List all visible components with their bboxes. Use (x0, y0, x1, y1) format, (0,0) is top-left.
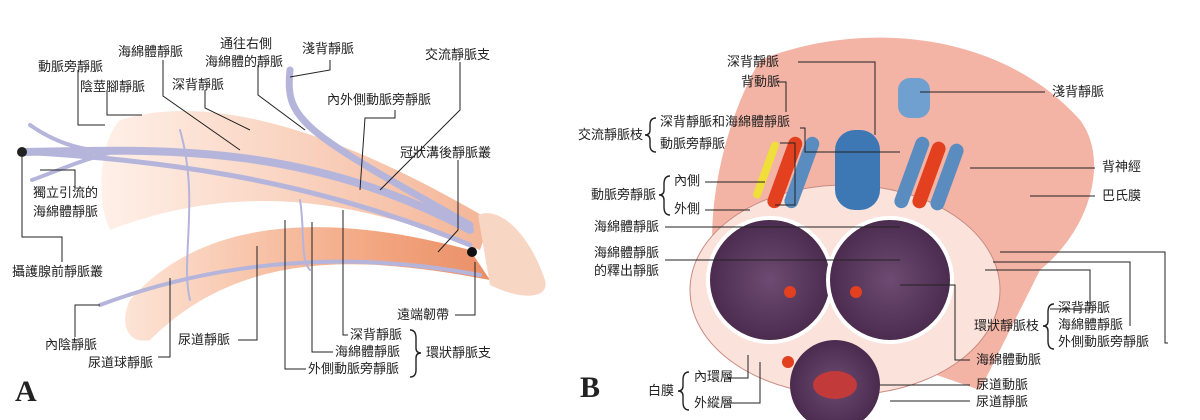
corpus-spongiosum (125, 227, 491, 341)
label-medial: 內側 (674, 174, 701, 189)
panel-a-drawing (17, 66, 546, 341)
label-retrocoronal-plexus: 冠狀溝後靜脈叢 (400, 146, 492, 161)
label-circ-deep-dorsal: 深背靜脈 (350, 328, 403, 343)
panel-letter-a: A (15, 375, 37, 408)
label-internal-pudendal-vein: 內陰靜脈 (45, 338, 98, 353)
label-circ-cavernous: 海綿體靜脈 (335, 345, 401, 360)
glans (478, 213, 546, 296)
brace-circumflex-b (1042, 303, 1055, 350)
brace-communicating-b (644, 117, 657, 153)
label-communicating-branch-b: 交流靜脈枝 (578, 128, 644, 143)
label-comm-deep-cavernous: 深背靜脈和海綿體靜脈 (660, 115, 791, 130)
dorsal-vessels (753, 78, 964, 368)
label-circ-cavernous-b: 海綿體靜脈 (1058, 318, 1124, 333)
label-independent-1: 獨立引流的 (33, 186, 99, 201)
label-cavernous-vein: 海綿體靜脈 (118, 45, 184, 60)
label-arterial-companion-vein: 動脈旁靜脈 (38, 60, 104, 75)
label-medial-lateral-companion: 內外側動脈旁靜脈 (327, 93, 432, 108)
brace-companion-b (658, 175, 671, 216)
label-to-right-1: 通往右側 (220, 37, 273, 52)
label-to-right-2: 海綿體的靜脈 (205, 55, 284, 70)
label-comm-companion: 動脈旁靜脈 (660, 137, 726, 152)
label-circ-deep-dorsal-b: 深背靜脈 (1058, 301, 1111, 316)
label-dorsal-artery: 背動脈 (741, 75, 781, 90)
label-circ-lateral-companion: 外側動脈旁靜脈 (308, 362, 400, 377)
label-circumflex-branches: 環狀靜脈支 (426, 346, 492, 361)
label-emissary-1: 海綿體靜脈 (594, 246, 660, 261)
right-corpus-cavernosum (826, 216, 954, 344)
brace-circumflex-a (409, 329, 422, 378)
left-corpus-cavernosum (706, 216, 834, 344)
label-bucks-fascia: 巴氏膜 (1102, 189, 1142, 204)
label-bulbourethral-vein: 尿道球靜脈 (88, 356, 154, 371)
label-independent-2: 海綿體靜脈 (33, 205, 99, 220)
label-emissary-2: 的釋出靜脈 (594, 264, 660, 279)
label-superficial-dorsal-vein: 淺背靜脈 (302, 42, 355, 57)
label-crural-vein: 陰莖腳靜脈 (80, 80, 146, 95)
label-distal-ligament: 遠端韌帶 (397, 308, 450, 323)
label-inner-circular: 內環層 (694, 370, 734, 385)
label-urethral-artery: 尿道動脈 (976, 378, 1029, 393)
label-circ-lateral-companion-b: 外側動脈旁靜脈 (1058, 335, 1150, 350)
label-urethral-vein: 尿道靜脈 (178, 333, 231, 348)
label-lateral: 外側 (674, 202, 701, 217)
label-companion-vein: 動脈旁靜脈 (591, 188, 657, 203)
label-deep-dorsal-vein-b: 深背靜脈 (727, 55, 780, 70)
label-deep-dorsal-vein: 深背靜脈 (172, 78, 225, 93)
label-outer-longitudinal: 外縱層 (694, 396, 734, 411)
label-cavernous-vein-b: 海綿體靜脈 (594, 220, 660, 235)
label-cavernous-artery: 海綿體動脈 (976, 353, 1042, 368)
panel-letter-b: B (580, 371, 601, 404)
panel-b-drawing (689, 37, 1095, 420)
veins (18, 66, 482, 307)
label-urethral-vein-b: 尿道靜脈 (976, 395, 1029, 410)
label-circumflex-branch: 環狀靜脈枝 (974, 319, 1040, 334)
label-dorsal-nerve: 背神經 (1102, 160, 1142, 175)
braces (409, 117, 1055, 411)
label-preprostatic-plexus: 攝護腺前靜脈叢 (12, 265, 104, 280)
label-communicating-branch: 交流靜脈支 (425, 48, 491, 63)
label-tunica-albuginea: 白膜 (648, 384, 675, 399)
brace-tunica-b (677, 371, 690, 411)
label-superficial-dorsal-vein-b: 淺背靜脈 (1052, 85, 1105, 100)
leader-lines (21, 60, 1168, 404)
